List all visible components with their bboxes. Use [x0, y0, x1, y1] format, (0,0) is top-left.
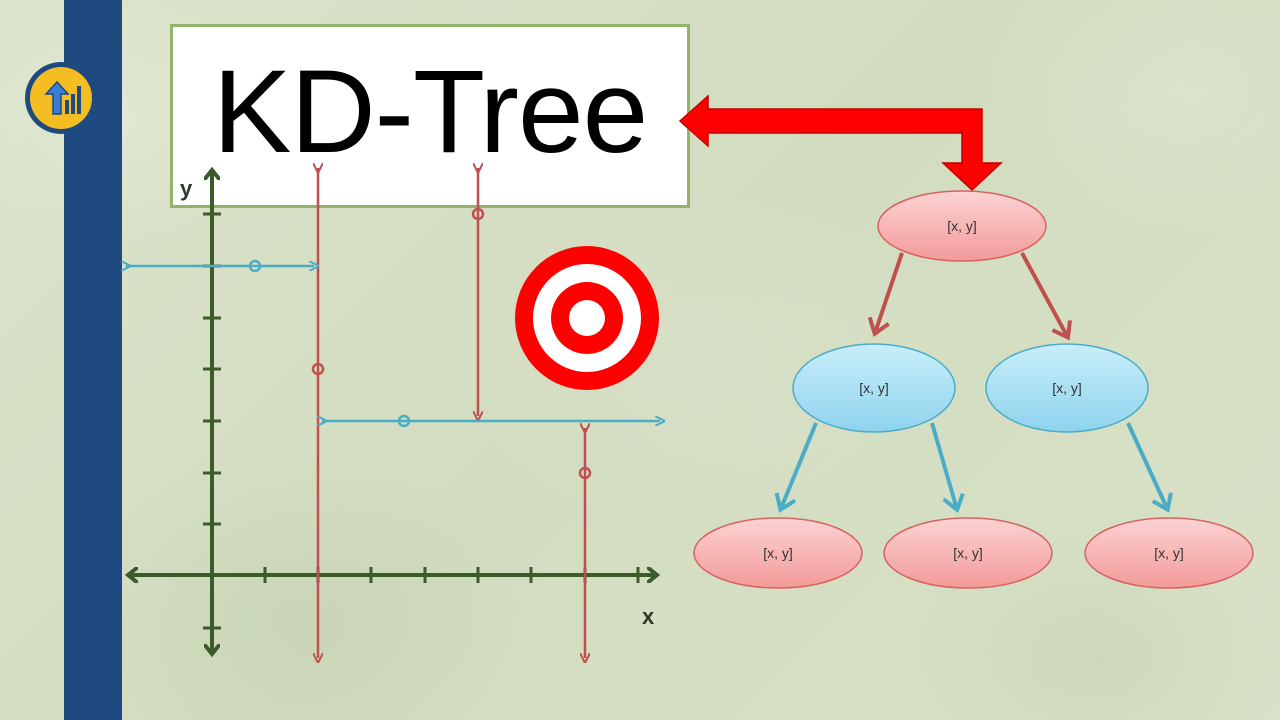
edge-root-left: [867, 252, 904, 338]
edge-left-lr: [930, 422, 965, 514]
split-lines: [126, 168, 660, 658]
edge-left-ll: [774, 422, 818, 513]
point: [311, 362, 325, 376]
node-label: [x, y]: [859, 380, 889, 396]
y-axis-label: y: [180, 176, 193, 201]
tree-node-root: [x, y]: [877, 190, 1047, 262]
y-ticks: [203, 212, 221, 630]
node-label: [x, y]: [1052, 380, 1082, 396]
node-label: [x, y]: [953, 545, 983, 561]
point: [248, 259, 262, 273]
x-axis-label: x: [642, 604, 655, 629]
edge-right-r: [1126, 422, 1173, 513]
target-icon: [515, 246, 659, 390]
title-to-root-arrow: [678, 94, 1003, 192]
node-label: [x, y]: [1154, 545, 1184, 561]
logo-glyph-icon: [44, 80, 81, 115]
axes: y x: [130, 172, 655, 652]
title-box: KD-Tree: [170, 24, 690, 208]
tree-node-level2-1: [x, y]: [693, 517, 863, 589]
chart-logo-icon: [25, 62, 97, 134]
tree-node-level2-2: [x, y]: [883, 517, 1053, 589]
tree-node-level1-left: [x, y]: [792, 343, 956, 433]
edge-root-right: [1020, 252, 1072, 341]
tree-node-level2-3: [x, y]: [1084, 517, 1254, 589]
point: [471, 207, 485, 221]
points: [248, 207, 592, 480]
point: [578, 466, 592, 480]
point: [397, 414, 411, 428]
tree-nodes: [x, y] [x, y] [x, y] [x, y] [x, y] [x, y…: [693, 190, 1254, 589]
page-title: KD-Tree: [212, 46, 648, 178]
node-label: [x, y]: [947, 218, 977, 234]
node-label: [x, y]: [763, 545, 793, 561]
tree-edges: [774, 252, 1173, 514]
tree-node-level1-right: [x, y]: [985, 343, 1149, 433]
